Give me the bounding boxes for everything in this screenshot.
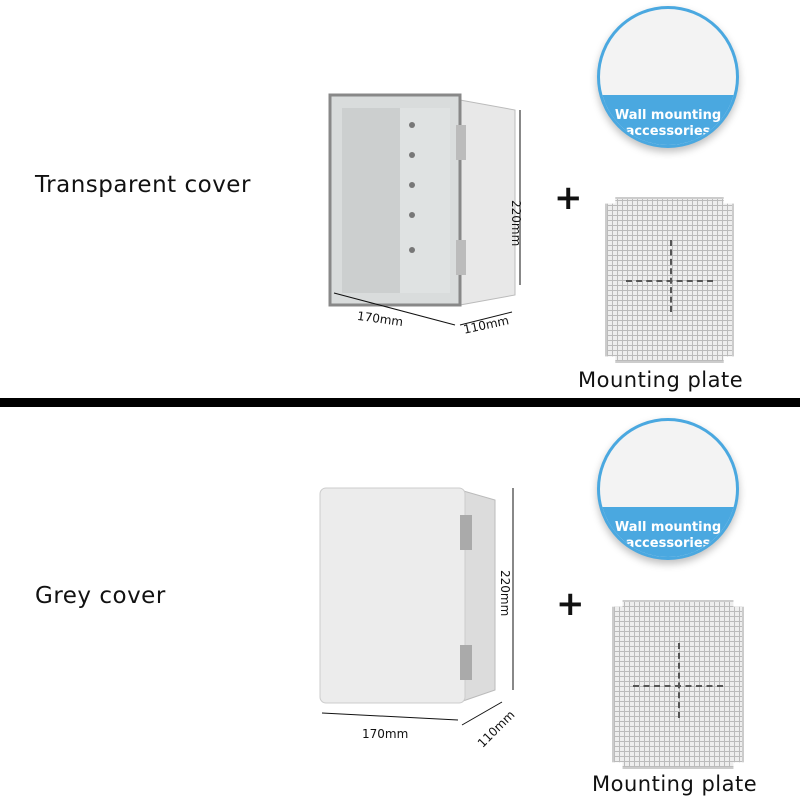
mounting-plate-image	[605, 197, 734, 363]
mounting-plate-label: Mounting plate	[592, 772, 758, 796]
mounting-plate-label: Mounting plate	[578, 368, 744, 392]
plus-icon: +	[556, 584, 585, 624]
accessories-label-line1: Wall mounting	[614, 108, 722, 123]
section-divider	[0, 398, 800, 407]
accessories-label-line2: accessories	[625, 124, 711, 139]
transparent-enclosure-image	[328, 93, 521, 326]
grey-cover-label: Grey cover	[35, 583, 166, 609]
accessories-label-line2: accessories	[625, 536, 711, 551]
wall-mounting-accessories-image: Wall mounting accessories	[597, 418, 739, 560]
mounting-plate-image	[612, 600, 744, 769]
accessories-label-line1: Wall mounting	[614, 520, 722, 535]
plus-icon: +	[554, 178, 583, 218]
grey-enclosure-image	[319, 487, 514, 726]
height-dimension: 220mm	[509, 200, 523, 247]
width-dimension: 170mm	[362, 727, 409, 741]
transparent-cover-label: Transparent cover	[35, 172, 251, 198]
height-dimension: 220mm	[498, 570, 512, 617]
wall-mounting-accessories-image: Wall mounting accessories	[597, 6, 739, 148]
